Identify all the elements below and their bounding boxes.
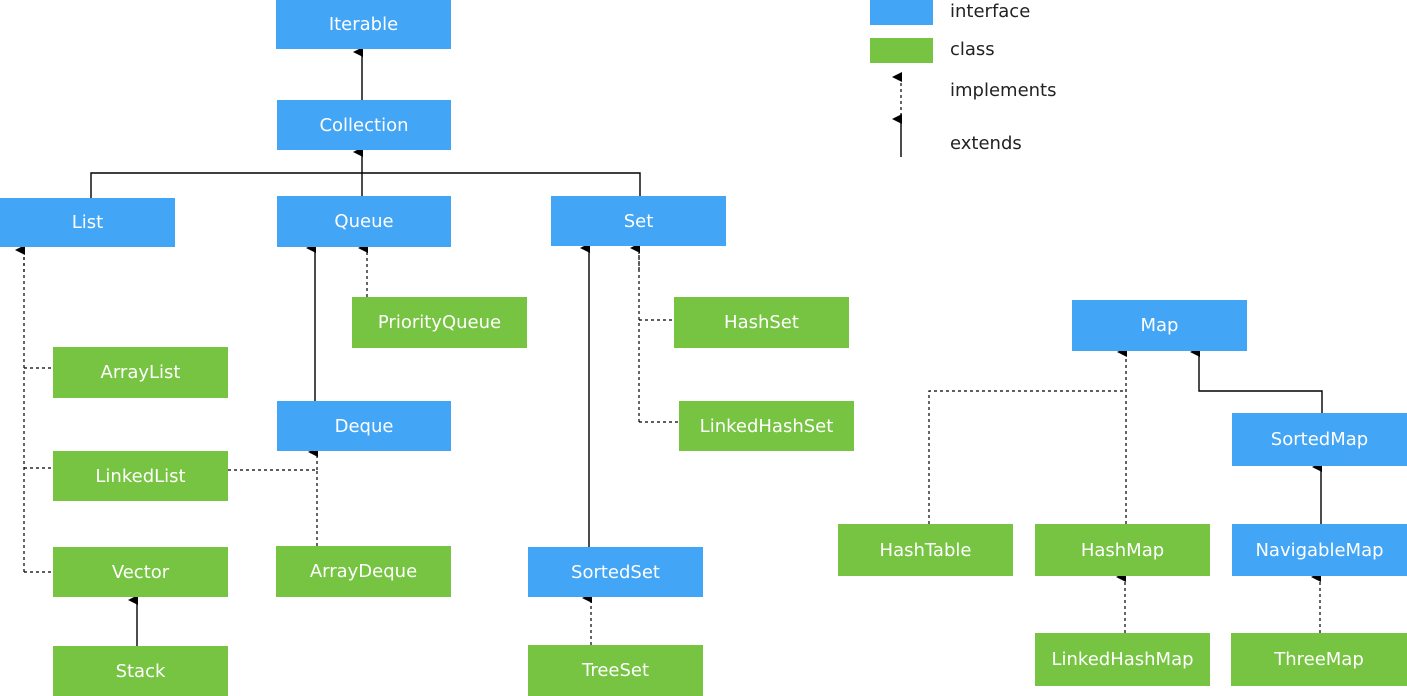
node-sortedset[interactable]: SortedSet (528, 547, 703, 597)
node-linkedhashset[interactable]: LinkedHashSet (679, 401, 854, 451)
node-arraylist[interactable]: ArrayList (53, 347, 228, 398)
node-hashset[interactable]: HashSet (674, 297, 849, 348)
edge-sortedmap-extends-map (1190, 347, 1323, 413)
node-hashtable[interactable]: HashTable (838, 524, 1013, 576)
edge-list-implementations (23, 250, 53, 573)
legend-extends-label: extends (950, 133, 1022, 154)
node-set[interactable]: Set (551, 196, 726, 246)
edge-list-queue-set-extend-collection (90, 172, 641, 198)
node-deque[interactable]: Deque (277, 401, 451, 451)
node-hashmap[interactable]: HashMap (1035, 524, 1210, 576)
node-list[interactable]: List (0, 198, 175, 247)
edge-set-implementations (638, 248, 679, 423)
edge-linkedlist-implements-deque (228, 469, 318, 546)
node-sortedmap[interactable]: SortedMap (1232, 413, 1407, 466)
node-collection[interactable]: Collection (277, 100, 451, 150)
node-navigablemap[interactable]: NavigableMap (1232, 524, 1407, 576)
node-linkedlist[interactable]: LinkedList (53, 451, 228, 501)
legend-class-swatch (870, 38, 933, 63)
node-threemap[interactable]: ThreeMap (1231, 633, 1407, 686)
node-arraydeque[interactable]: ArrayDeque (276, 546, 451, 597)
legend-interface-swatch (870, 0, 933, 25)
edge-hashtable-hashmap-implement-map (928, 352, 1126, 524)
node-treeset[interactable]: TreeSet (528, 645, 703, 696)
node-stack[interactable]: Stack (53, 646, 228, 696)
node-priorityqueue[interactable]: PriorityQueue (352, 297, 527, 348)
node-queue[interactable]: Queue (277, 196, 451, 247)
node-iterable[interactable]: Iterable (276, 0, 451, 49)
legend-interface-label: interface (950, 1, 1031, 22)
legend-class-label: class (950, 39, 995, 60)
node-linkedhashmap[interactable]: LinkedHashMap (1035, 633, 1210, 686)
node-vector[interactable]: Vector (53, 547, 228, 597)
legend-implements-label: implements (950, 80, 1057, 101)
node-map[interactable]: Map (1072, 300, 1247, 351)
